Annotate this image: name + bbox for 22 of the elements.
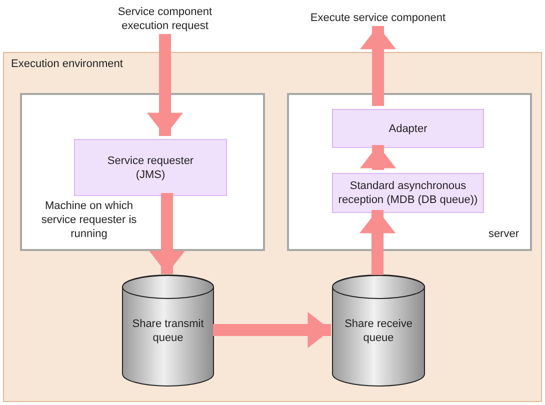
flow-label: Execute service component	[310, 11, 446, 25]
process-box	[74, 139, 227, 196]
container-label: Machine on which service requester is running	[40, 199, 138, 241]
flow-arrow	[149, 193, 185, 274]
flow-arrow	[213, 312, 331, 348]
node-label: Adapter	[388, 122, 428, 136]
flow-arrow	[360, 210, 396, 275]
machine-frame	[287, 93, 532, 251]
flow-arrow	[360, 26, 396, 106]
node-label: Share transmit queue	[131, 316, 205, 344]
container-label: server	[487, 227, 519, 241]
flow-arrow	[147, 34, 183, 136]
node-label: Service requester (JMS)	[106, 154, 195, 182]
container-label: Execution environment	[11, 57, 123, 71]
process-box	[332, 109, 484, 148]
environment-panel	[3, 52, 542, 402]
node-label: Share receive queue	[344, 316, 414, 344]
flow-arrow	[360, 145, 396, 170]
flow-label: Service component execution request	[116, 5, 214, 33]
node-label: Standard asynchronous reception (MDB (DB queue))	[337, 179, 479, 207]
machine-frame	[20, 93, 265, 251]
process-box	[332, 173, 484, 213]
